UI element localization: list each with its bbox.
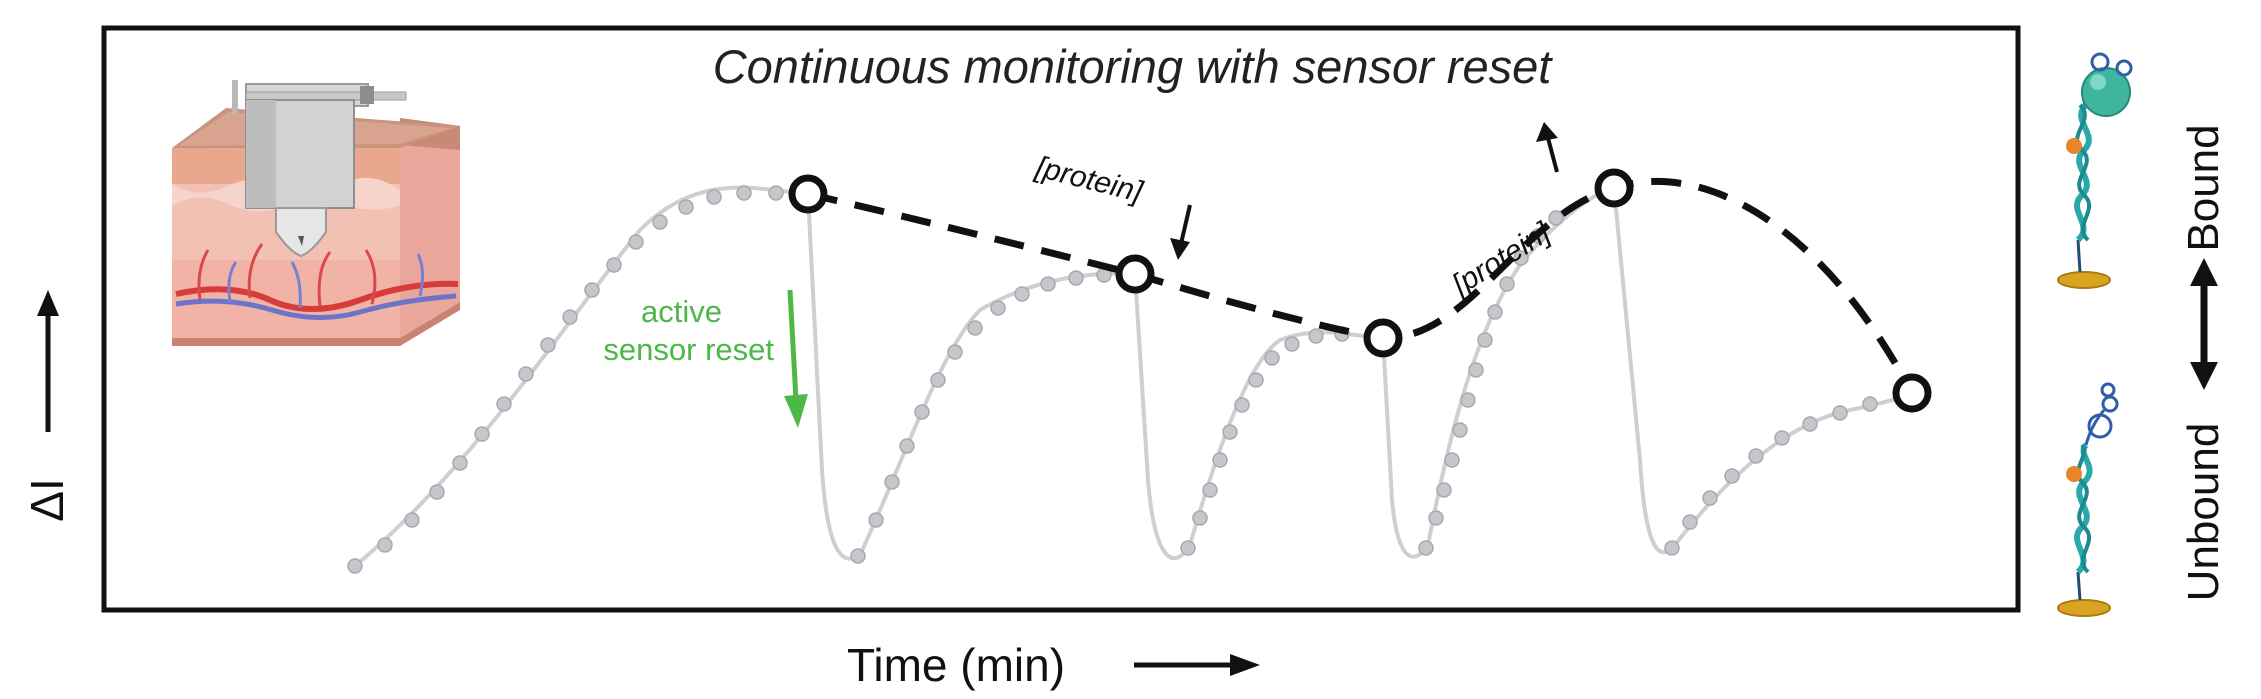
diagram-title: Continuous monitoring with sensor reset: [713, 40, 1554, 93]
sampling-points: [788, 168, 1932, 413]
sampling-point: [788, 174, 828, 214]
reset-arrow-icon: [784, 289, 808, 428]
unbound-state-label: Unbound: [2179, 423, 2228, 602]
sampling-point: [1115, 254, 1155, 294]
skin-patch-sensor-illustration: [172, 80, 460, 346]
y-axis-arrow-icon: [37, 290, 59, 432]
x-axis-arrow-icon: [1134, 654, 1260, 676]
reset-label-line1: active: [641, 294, 722, 329]
x-axis-label: Time (min): [847, 639, 1065, 691]
sampling-point: [1363, 318, 1403, 358]
unbound-aptamer-icon: [2057, 382, 2119, 617]
trace-markers: [347, 185, 1878, 574]
down-arrow-icon: [1170, 204, 1192, 260]
y-axis-label: ΔI: [21, 478, 73, 522]
trace-segment-4: [1381, 186, 1615, 559]
double-headed-arrow-icon: [2190, 258, 2218, 390]
bound-state-label: Bound: [2179, 124, 2228, 251]
reset-label-line2: sensor reset: [603, 332, 774, 367]
up-arrow-icon: [1536, 122, 1559, 173]
sampling-point: [1594, 168, 1634, 208]
sampling-point: [1892, 373, 1932, 413]
bound-aptamer-icon: [2057, 52, 2133, 289]
